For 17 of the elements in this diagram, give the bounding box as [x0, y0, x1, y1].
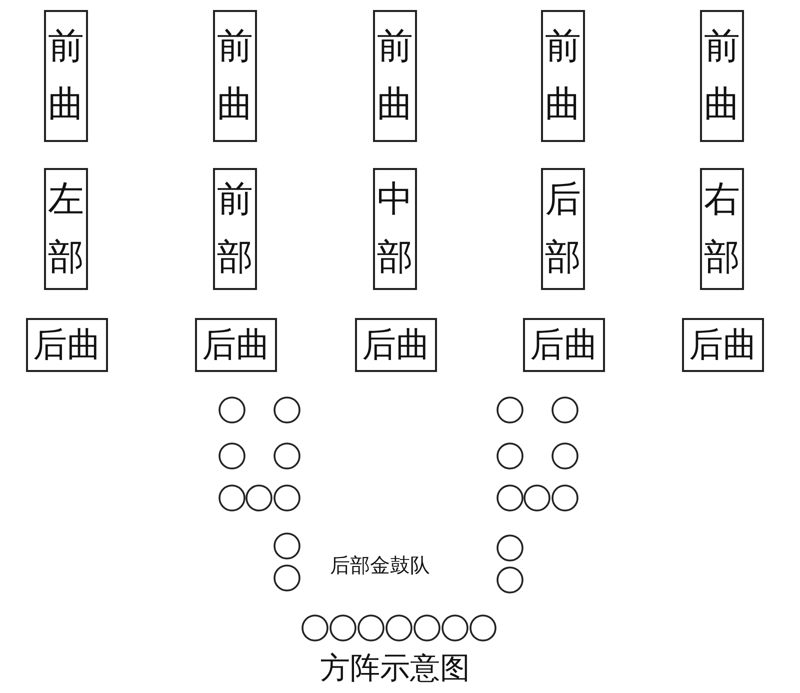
- unit-box: 右部: [700, 168, 744, 290]
- unit-box: 后曲: [682, 318, 764, 372]
- unit-box: 后曲: [355, 318, 437, 372]
- unit-box: 前曲: [700, 10, 744, 142]
- unit-box: 前曲: [373, 10, 417, 142]
- unit-box: 左部: [44, 168, 88, 290]
- unit-box: 前曲: [541, 10, 585, 142]
- unit-box: 前部: [213, 168, 257, 290]
- unit-box: 前曲: [44, 10, 88, 142]
- unit-box: 前曲: [213, 10, 257, 142]
- unit-box: 中部: [373, 168, 417, 290]
- diagram-caption: 方阵示意图: [320, 650, 470, 688]
- unit-box: 后部: [541, 168, 585, 290]
- unit-box: 后曲: [523, 318, 605, 372]
- unit-box: 后曲: [26, 318, 108, 372]
- unit-box: 后曲: [195, 318, 277, 372]
- group-label: 后部金鼓队: [330, 552, 430, 579]
